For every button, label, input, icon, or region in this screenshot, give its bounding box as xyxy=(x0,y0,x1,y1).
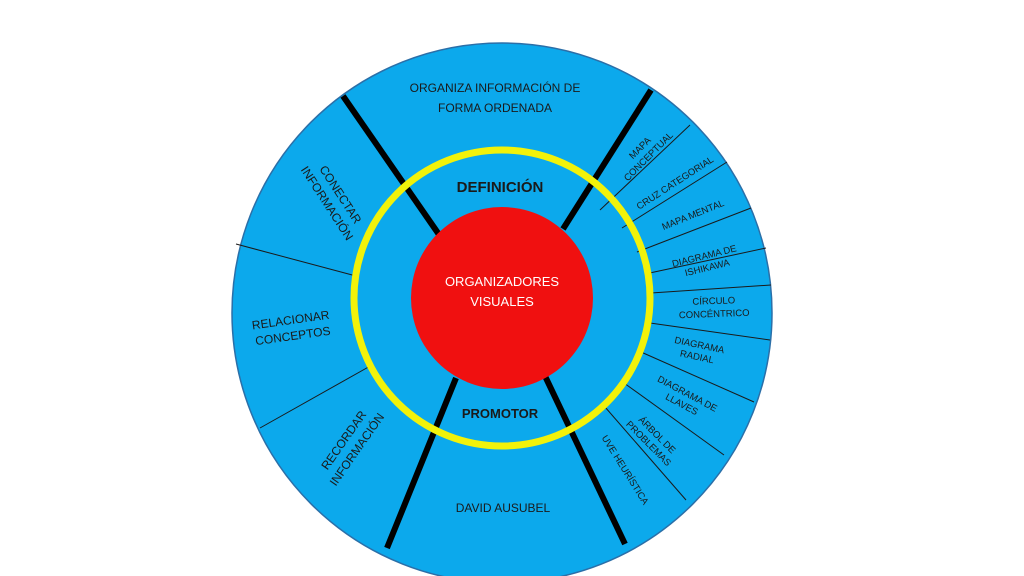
sector-definicion-line1: ORGANIZA INFORMACIÓN DE xyxy=(410,80,581,95)
center-label-line1: ORGANIZADORES xyxy=(445,274,559,289)
thick-divider-bottom-left xyxy=(384,376,459,550)
center-label-line2: VISUALES xyxy=(470,294,534,309)
thick-divider-bottom-right xyxy=(542,374,628,546)
sector-promotor: DAVID AUSUBEL xyxy=(456,501,551,515)
divider-right-6 xyxy=(649,322,771,341)
divider-right-2 xyxy=(621,161,728,229)
sector-definicion-line2: FORMA ORDENADA xyxy=(438,101,552,115)
thick-divider-top-left xyxy=(340,94,443,238)
thick-divider-top-right xyxy=(560,88,654,231)
divider-right-5 xyxy=(650,284,772,294)
divider-left-lower xyxy=(259,364,373,429)
divider-right-1 xyxy=(599,124,691,211)
divider-right-3 xyxy=(636,207,752,253)
type-circulo-concentrico-line2: CONCÉNTRICO xyxy=(679,308,750,321)
ring-label-definicion: DEFINICIÓN xyxy=(457,178,544,196)
ring-label-promotor: PROMOTOR xyxy=(462,406,539,421)
divider-right-7 xyxy=(640,351,755,403)
yellow-ring xyxy=(350,146,654,450)
divider-right-4 xyxy=(644,247,767,275)
center-circle xyxy=(411,207,593,389)
type-circulo-concentrico-line1: CÍRCULO xyxy=(692,295,735,307)
divider-left-upper xyxy=(235,243,357,277)
divider-right-8 xyxy=(623,382,725,456)
divider-right-9 xyxy=(604,406,687,501)
